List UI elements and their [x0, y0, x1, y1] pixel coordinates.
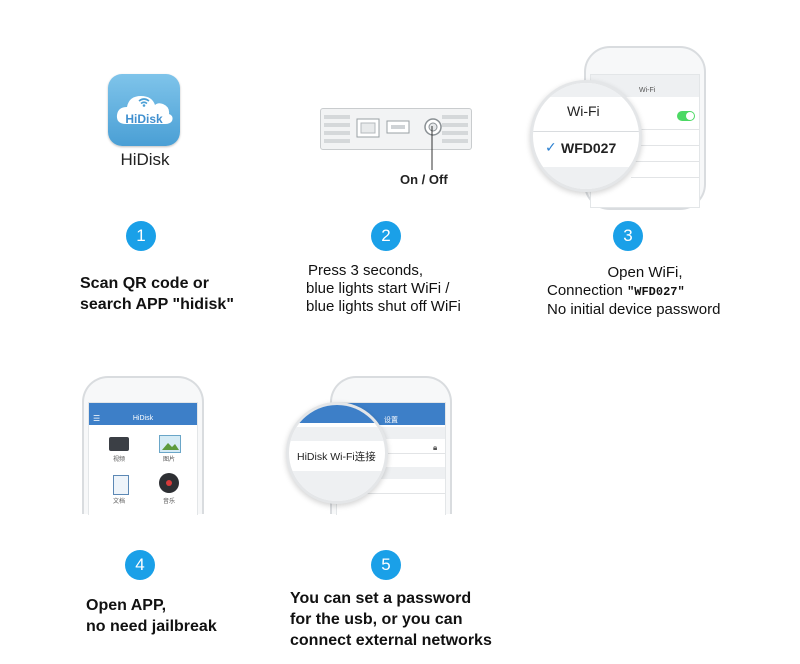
step-4-caption: Open APP, no need jailbreak — [86, 597, 217, 635]
video-icon[interactable] — [109, 437, 129, 451]
phone-app: HiDisk ☰ 视频 图片 文档 音乐 — [82, 376, 204, 515]
menu-icon[interactable]: ☰ — [93, 414, 101, 423]
wifi-magnifier: Wi-Fi ✓ WFD027 — [530, 80, 642, 192]
item-music-label: 音乐 — [163, 499, 176, 505]
hidisk-app-icon: HiDisk — [108, 74, 180, 146]
settings-screen-title: 设置 — [384, 417, 398, 424]
item-document-label: 文档 — [113, 499, 126, 505]
app-icon-text: HiDisk — [125, 112, 163, 126]
on-off-label: On / Off — [400, 172, 448, 187]
step-3-caption: Open WiFi, Connection "WFD027" No initia… — [547, 264, 721, 318]
wifi-toggle[interactable] — [677, 111, 695, 121]
device-drawing — [324, 115, 468, 143]
app-screen-title: HiDisk — [132, 415, 154, 422]
wifi-status-title: Wi-Fi — [639, 87, 656, 94]
step-1-caption: Scan QR code or search APP "hidisk" — [80, 275, 234, 313]
item-video-label: 视频 — [113, 457, 126, 463]
step-5-caption: You can set a password for the usb, or y… — [290, 590, 492, 649]
cloud-icon — [116, 96, 173, 124]
wifi-title: Wi-Fi — [567, 103, 600, 119]
music-icon[interactable] — [159, 473, 179, 493]
check-icon: ✓ — [545, 139, 557, 155]
item-picture-label: 图片 — [163, 457, 176, 463]
step-1-number: 1 — [126, 221, 156, 251]
step-2-number: 2 — [371, 221, 401, 251]
step-4-number: 4 — [125, 550, 155, 580]
lock-icon: 🔒︎ — [433, 443, 438, 452]
hidisk-wifi-connect-item[interactable]: HiDisk Wi-Fi连接 — [297, 451, 376, 463]
step-2-caption: Press 3 seconds, blue lights start WiFi … — [306, 262, 461, 315]
step-3-number: 3 — [613, 221, 643, 251]
wifi-network-name[interactable]: WFD027 — [561, 140, 617, 156]
button-pointer-line — [431, 126, 433, 170]
app-label: HiDisk — [120, 150, 170, 169]
step-5-number: 5 — [371, 550, 401, 580]
phone-app-screen: HiDisk ☰ 视频 图片 文档 音乐 — [88, 402, 198, 515]
network-name: "WFD027" — [627, 285, 685, 299]
picture-icon[interactable] — [159, 435, 181, 453]
settings-magnifier: HiDisk Wi-Fi连接 — [286, 402, 388, 504]
wifi-disk-device — [320, 108, 472, 150]
document-icon[interactable] — [113, 475, 129, 495]
